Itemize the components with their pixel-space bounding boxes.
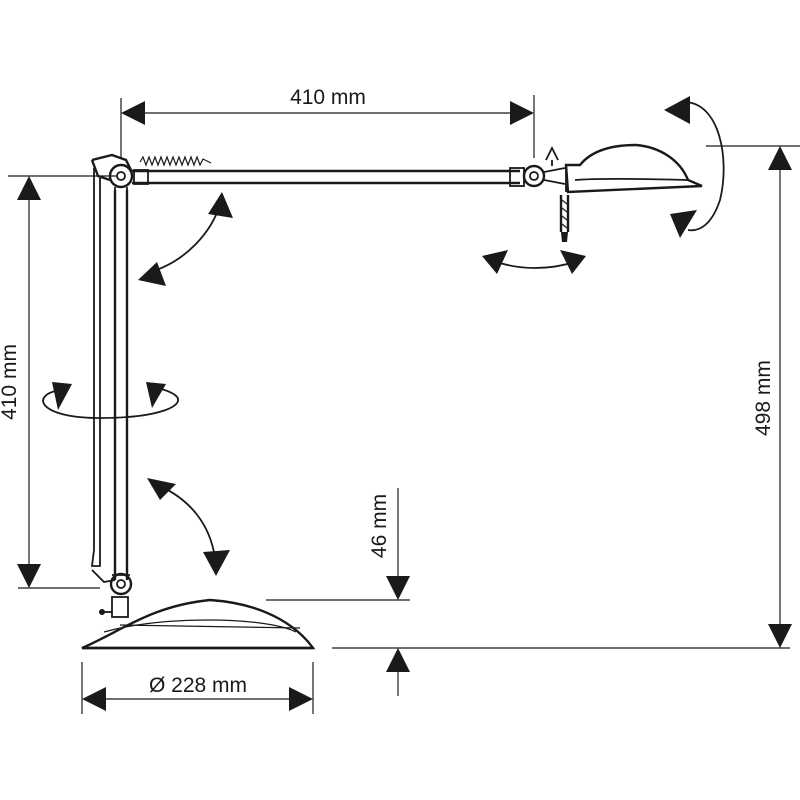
dimension-base-height: 46 mm (266, 488, 410, 696)
total-height-label: 498 mm (752, 360, 775, 436)
column-rotate-arrow (42, 382, 179, 419)
arm-spring (139, 155, 212, 167)
head-tilt-arrow (664, 96, 725, 238)
lower-joint (109, 572, 133, 596)
arm-length-label: 410 mm (290, 86, 366, 109)
head-joint (522, 145, 566, 188)
motion-arrows (42, 96, 725, 576)
arm-pivot-arrow (138, 192, 233, 286)
dimension-arm-length: 410 mm (120, 86, 535, 158)
base-height-label: 46 mm (368, 494, 391, 558)
base-diameter-label: Ø 228 mm (149, 674, 247, 697)
column-height-label: 410 mm (0, 344, 21, 420)
lamp-base (81, 596, 316, 650)
lower-pivot-arrow (147, 478, 230, 576)
dimension-total-height: 498 mm (332, 145, 800, 649)
dimension-lines: 410 mm 410 mm 498 mm 46 mm (0, 86, 800, 714)
head-swivel-arrow (482, 250, 586, 274)
lamp-head (559, 143, 703, 242)
lamp-column (90, 168, 129, 583)
dimension-column-height: 410 mm (0, 175, 118, 589)
lamp-arm (132, 167, 525, 187)
lamp (81, 143, 703, 650)
dimension-base-diameter: Ø 228 mm (81, 662, 314, 714)
